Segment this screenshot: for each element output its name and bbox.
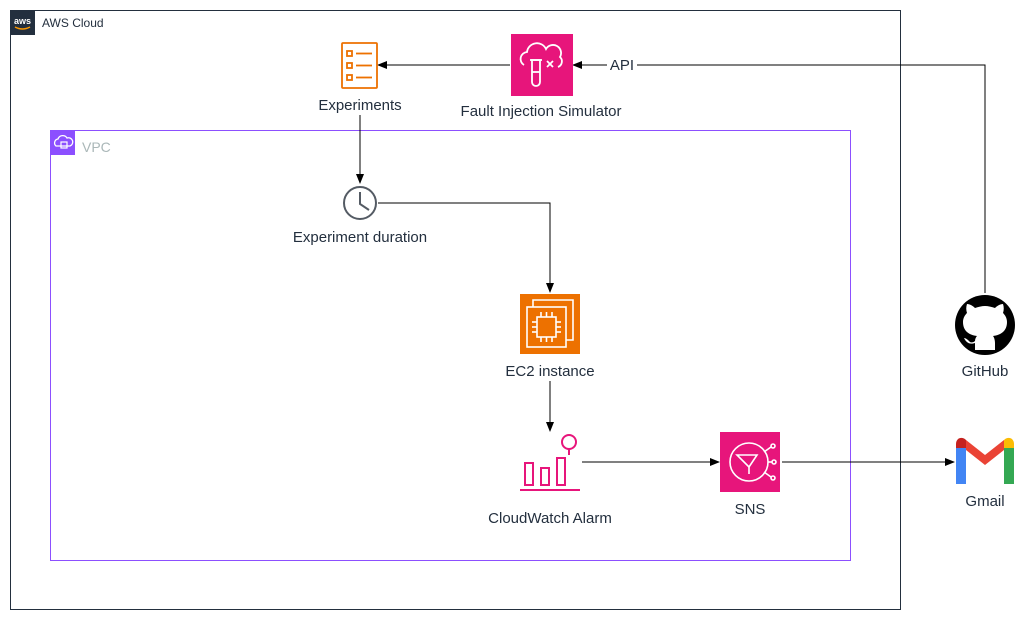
fault-injection-simulator-icon: [511, 34, 573, 96]
vpc-label: VPC: [82, 139, 111, 155]
cloudwatch-node[interactable]: CloudWatch Alarm: [488, 434, 612, 527]
ec2-chip-icon: [520, 294, 580, 354]
edge-duration-to-ec2: [378, 202, 554, 293]
svg-text:aws: aws: [14, 16, 31, 26]
github-node[interactable]: GitHub: [955, 295, 1015, 380]
checklist-icon: [341, 42, 378, 89]
aws-cloud-label: AWS Cloud: [42, 16, 104, 30]
api-edge-label: API: [610, 57, 634, 74]
gmail-node[interactable]: Gmail: [956, 437, 1014, 510]
edges: [356, 61, 986, 466]
experiments-label: Experiments: [318, 97, 401, 114]
github-icon: [955, 295, 1015, 355]
sns-label: SNS: [735, 501, 766, 518]
duration-label: Experiment duration: [293, 229, 427, 246]
duration-node[interactable]: Experiment duration: [293, 186, 427, 246]
github-label: GitHub: [962, 363, 1009, 380]
fis-label: Fault Injection Simulator: [461, 103, 622, 120]
experiments-node[interactable]: Experiments: [318, 42, 402, 114]
cloudwatch-alarm-icon: [520, 434, 580, 491]
sns-icon: [720, 432, 780, 492]
vpc-icon: [50, 130, 75, 155]
ec2-node[interactable]: EC2 instance: [505, 294, 595, 380]
aws-logo-icon: aws: [10, 10, 35, 35]
aws-cloud-group: aws AWS Cloud: [10, 10, 901, 610]
gmail-icon: [956, 437, 1014, 484]
sns-node[interactable]: SNS: [720, 432, 780, 518]
gmail-label: Gmail: [965, 493, 1004, 510]
vpc-group: VPC: [50, 130, 851, 561]
clock-icon: [343, 186, 377, 220]
edge-github-to-fis: [572, 61, 986, 293]
fis-node[interactable]: Fault Injection Simulator: [461, 34, 622, 120]
ec2-label: EC2 instance: [505, 363, 594, 380]
cloudwatch-label: CloudWatch Alarm: [488, 510, 612, 527]
